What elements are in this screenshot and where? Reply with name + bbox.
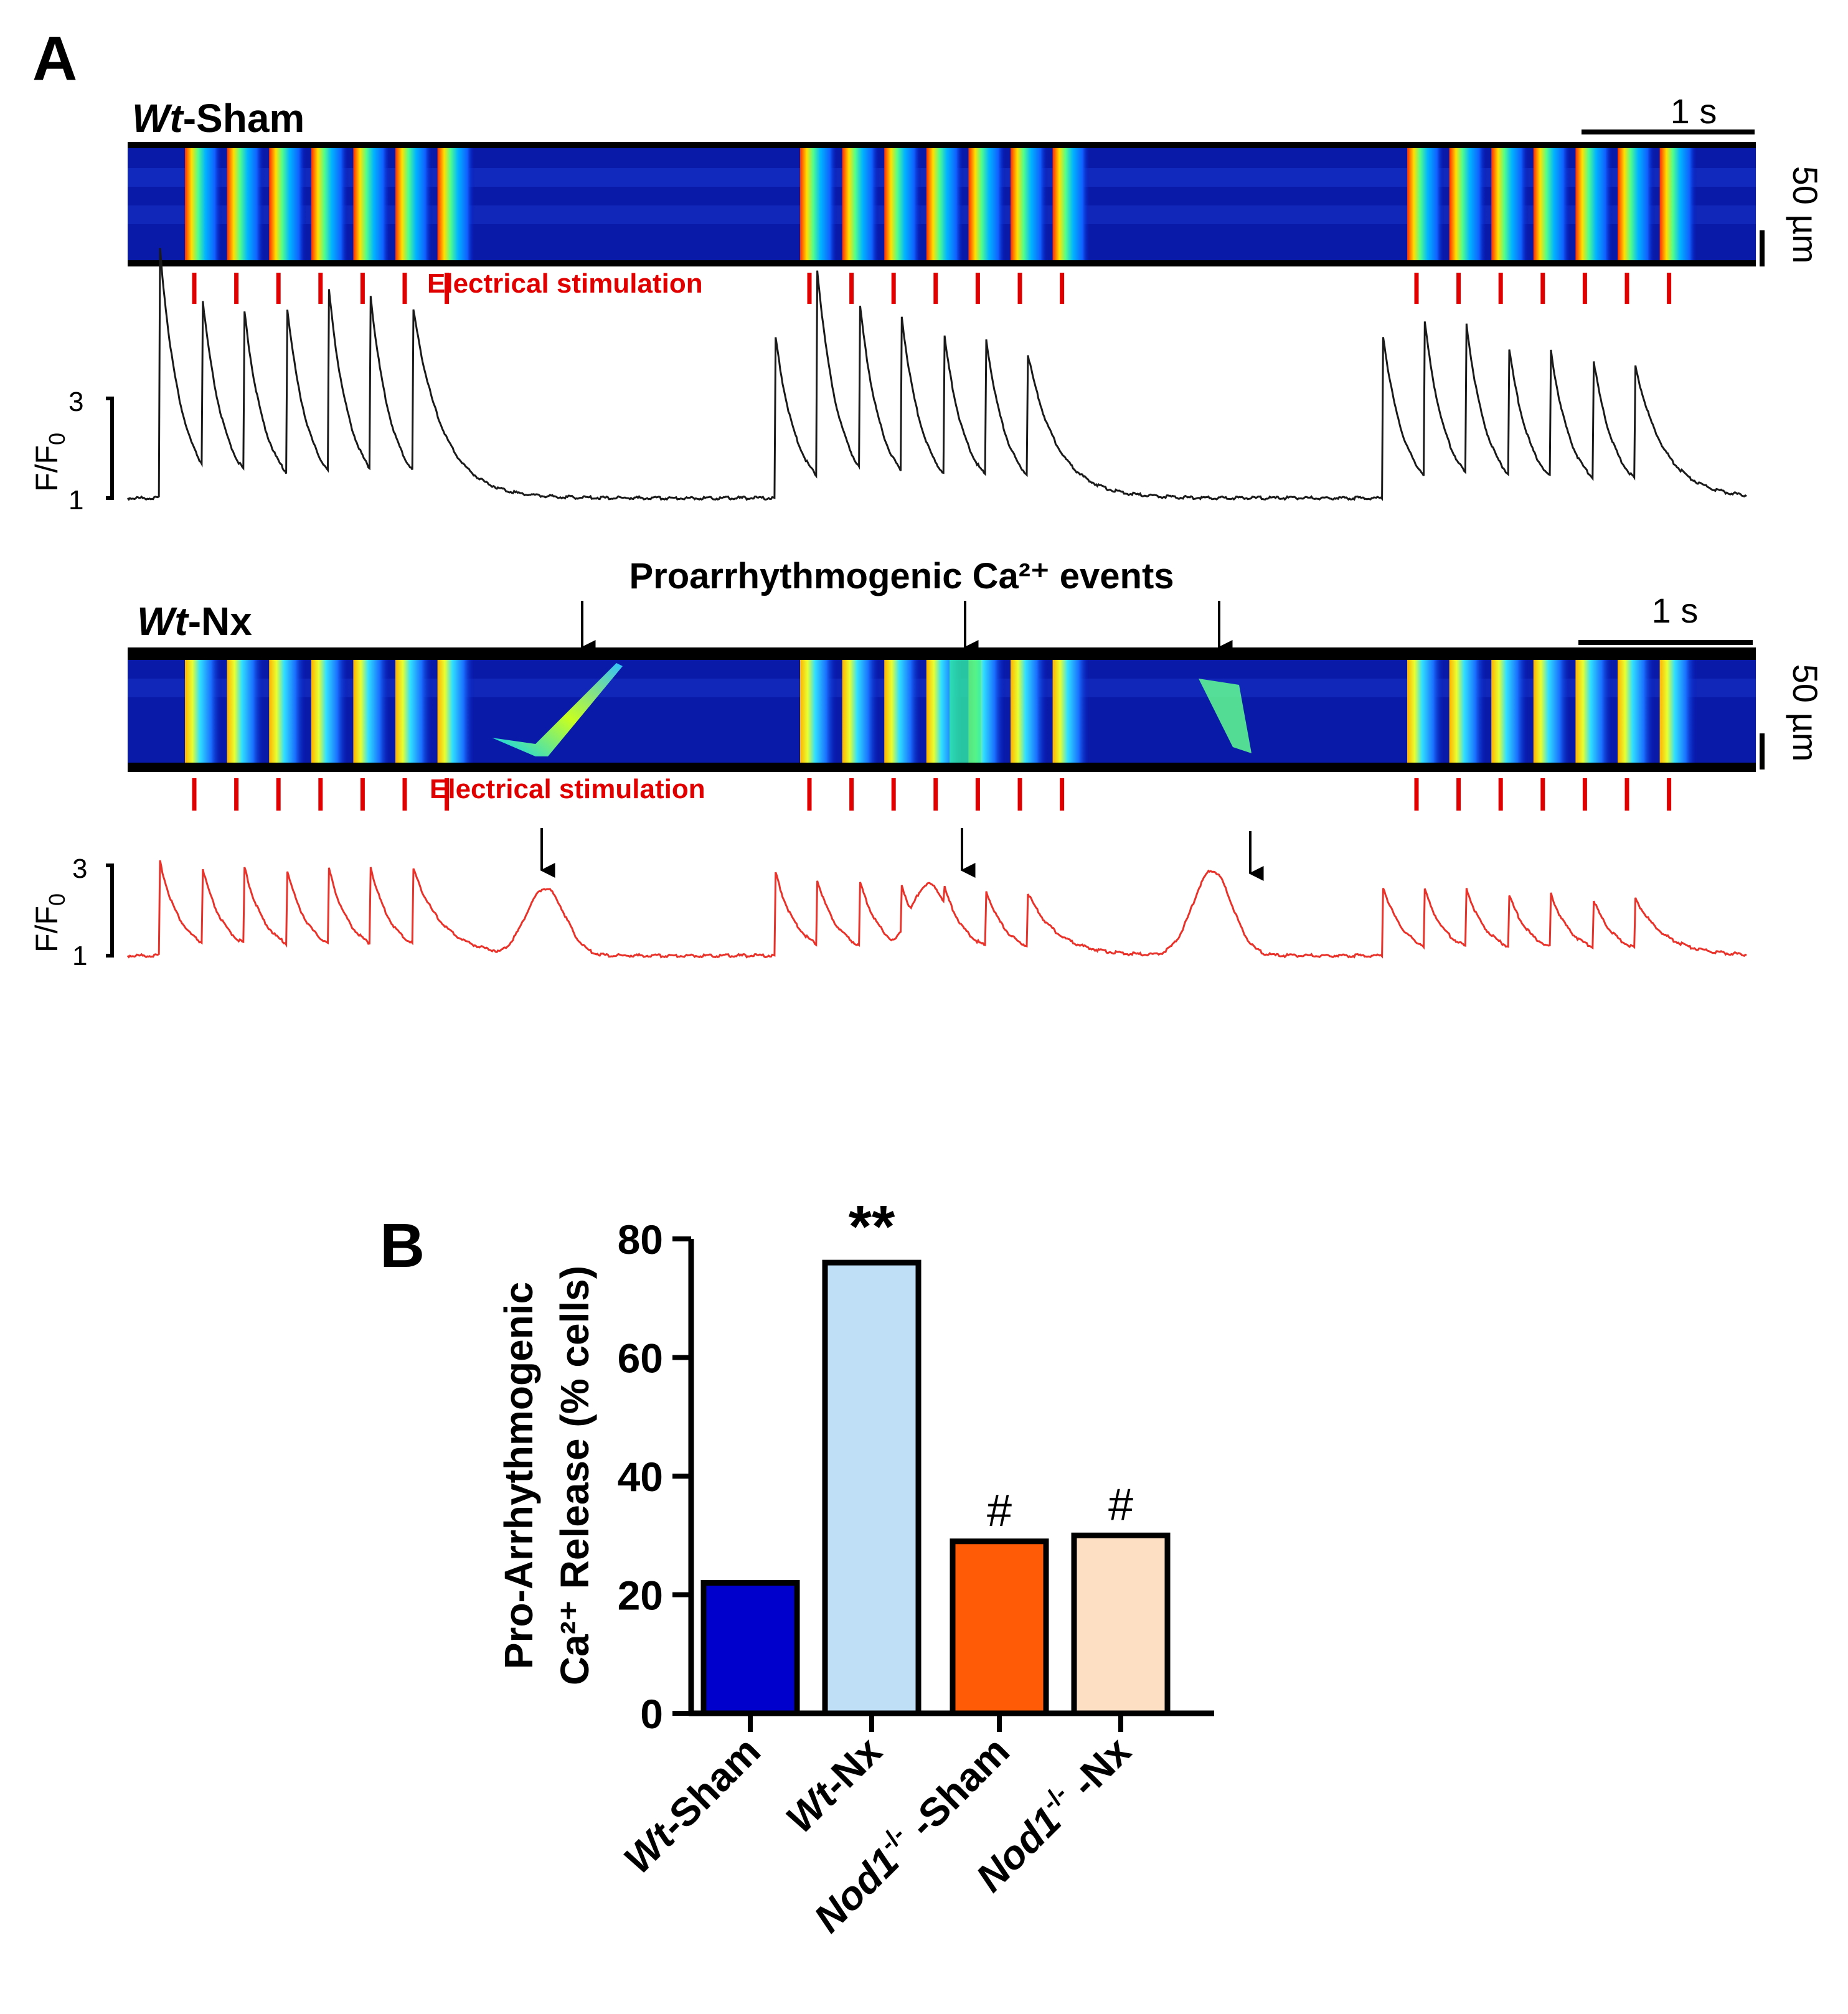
y-tick-label: 60	[618, 1335, 663, 1381]
sham-y-tick-bottom: 1	[68, 485, 83, 515]
sham-time-scale-label: 1 s	[1671, 92, 1717, 131]
y-tick-label: 40	[618, 1454, 663, 1500]
y-tick-label: 80	[618, 1216, 663, 1263]
calcium-stripe	[227, 148, 265, 260]
nx-y-tick-bottom: 1	[72, 941, 87, 971]
calcium-stripe	[1449, 660, 1487, 763]
calcium-stripe	[842, 148, 880, 260]
calcium-stripe	[1618, 148, 1655, 260]
nx-title: Wt-Nx	[137, 599, 252, 644]
bar-annotations: ** # #	[849, 1193, 1133, 1536]
calcium-stripe	[311, 148, 349, 260]
nx-trace	[126, 860, 1747, 959]
calcium-stripe	[227, 660, 265, 763]
y-axis-title: Pro-Arrhythmogenic Ca²⁺ Release (% cells…	[496, 1266, 597, 1685]
calcium-stripe	[1618, 660, 1655, 763]
calcium-stripe	[1659, 660, 1697, 763]
panel-a-label: A	[32, 24, 77, 93]
calcium-stripe	[185, 148, 222, 260]
bar-chart: Pro-Arrhythmogenic Ca²⁺ Release (% cells…	[496, 1193, 1214, 1941]
sham-title: Wt-Sham	[132, 96, 304, 141]
nx-stim-label: Electrical stimulation	[430, 774, 705, 804]
calcium-stripe	[1491, 660, 1529, 763]
nx-y-tick-top: 3	[72, 854, 87, 884]
calcium-stripe	[353, 660, 391, 763]
calcium-stripe	[1052, 148, 1090, 260]
calcium-stripe	[800, 148, 837, 260]
bar-1	[700, 1579, 800, 1716]
calcium-stripe	[1491, 148, 1529, 260]
y-axis-title-line1: Pro-Arrhythmogenic	[496, 1282, 541, 1669]
spontaneous-release	[950, 660, 981, 763]
calcium-stripe	[884, 660, 922, 763]
calcium-stripe	[311, 660, 349, 763]
calcium-stripe	[1659, 148, 1697, 260]
sham-section: Wt-Sham 1 s 50 µm Electrical stimulation…	[29, 92, 1825, 515]
sham-stim-label: Electrical stimulation	[427, 268, 703, 299]
sham-trace	[126, 248, 1747, 501]
sham-linescan-image	[128, 142, 1756, 266]
sham-space-scale-label: 50 µm	[1786, 166, 1825, 264]
calcium-stripe	[1575, 148, 1613, 260]
nx-time-scale-label: 1 s	[1652, 591, 1699, 630]
bar-3	[950, 1538, 1049, 1716]
bar-2	[822, 1259, 922, 1716]
bar-annotation: #	[987, 1486, 1012, 1536]
y-axis-title-line2: Ca²⁺ Release (% cells)	[552, 1266, 597, 1685]
calcium-stripe	[968, 148, 1006, 260]
spontaneous-wave	[492, 663, 623, 756]
calcium-stripe	[395, 660, 433, 763]
nx-section: Proarrhythmogenic Ca²⁺ events Wt-Nx 1 s …	[29, 556, 1825, 971]
bar-4	[1071, 1532, 1171, 1716]
calcium-stripe	[1533, 660, 1571, 763]
nx-y-bracket	[106, 863, 114, 958]
calcium-stripe	[1575, 660, 1613, 763]
calcium-stripe	[1052, 660, 1090, 763]
calcium-stripe	[1533, 148, 1571, 260]
nx-header: Proarrhythmogenic Ca²⁺ events	[629, 556, 1174, 596]
nx-stim-ticks	[192, 778, 1672, 811]
x-tick-label: Wt-Nx	[777, 1728, 890, 1842]
sham-y-bracket	[106, 397, 114, 500]
calcium-stripe	[269, 660, 307, 763]
bar-annotation: **	[849, 1193, 895, 1260]
sham-y-tick-top: 3	[68, 387, 83, 417]
y-tick-label: 0	[640, 1691, 663, 1737]
calcium-stripe	[1449, 148, 1487, 260]
calcium-stripe	[842, 660, 880, 763]
calcium-stripe	[437, 660, 475, 763]
calcium-stripe	[800, 660, 837, 763]
bar-annotation: #	[1108, 1480, 1133, 1530]
calcium-stripe	[1407, 148, 1445, 260]
calcium-stripe	[926, 148, 964, 260]
calcium-stripe	[884, 148, 922, 260]
calcium-stripe	[185, 660, 222, 763]
calcium-stripe	[1011, 148, 1048, 260]
x-tick-label: Wt-Sham	[615, 1728, 769, 1882]
panel-b-label: B	[380, 1211, 425, 1281]
nx-space-scale-label: 50 µm	[1786, 664, 1825, 762]
nx-linescan-image	[128, 647, 1756, 772]
calcium-stripe	[353, 148, 391, 260]
y-tick-label: 20	[618, 1573, 663, 1619]
sham-stim-ticks	[192, 273, 1672, 304]
spontaneous-wave	[1199, 679, 1252, 753]
sham-y-axis-label: F/F0	[29, 433, 70, 492]
calcium-stripe	[1407, 660, 1445, 763]
calcium-stripe	[395, 148, 433, 260]
bars	[700, 1259, 1171, 1732]
calcium-stripe	[437, 148, 475, 260]
nx-y-axis-label: F/F0	[29, 893, 70, 953]
calcium-stripe	[1011, 660, 1048, 763]
calcium-stripe	[269, 148, 307, 260]
